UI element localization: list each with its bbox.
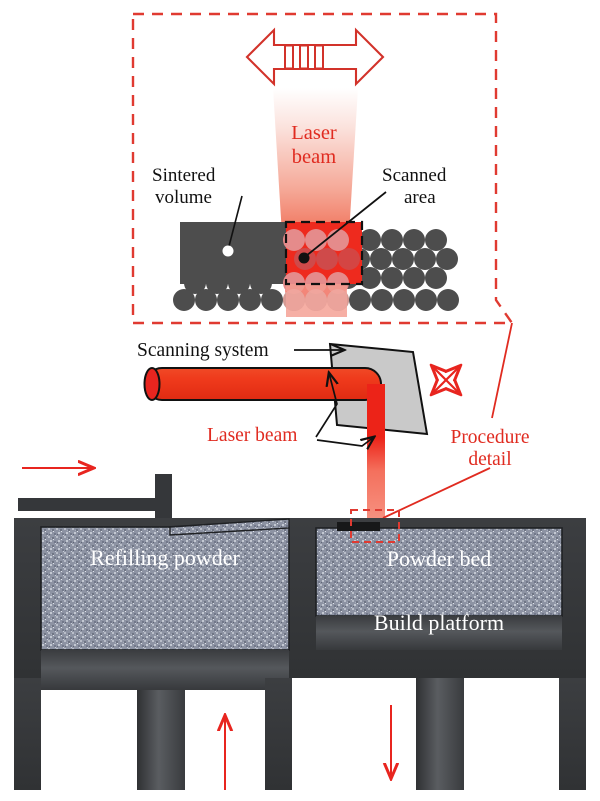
left-inner-leg [265,678,292,790]
scanning-system-group: Scanning system Laser beam [137,340,460,524]
recoater-assembly [18,468,172,525]
detail-laser-beam-label-line2: beam [292,146,336,168]
detail-box-border [131,12,515,325]
scan-direction-double-arrow [245,27,385,87]
right-outer-leg [559,678,586,790]
refilling-powder-chamber: Refilling powder [14,518,292,690]
scanning-system-label: Scanning system [137,340,269,361]
scanned-area-label-line2: area [404,187,436,208]
build-platform-label: Build platform [374,610,504,635]
detail-zoom-marker [350,509,400,543]
left-outer-leg [14,678,41,790]
refilling-powder-label: Refilling powder [90,545,240,570]
procedure-detail-label-line2: detail [468,449,512,470]
vertical-laser-beam [367,384,385,524]
refilling-powder-slope-fill [169,518,290,536]
detail-laser-beam-label-line1: Laser [291,122,337,144]
scanned-area-label-line1: Scanned [382,165,447,186]
machine-body: Refilling powder Powder bed Build platfo… [14,468,586,790]
procedure-detail-callout: Procedure detail [382,322,530,519]
procedure-detail-upper-line [491,322,513,419]
scanned-area-dashed-outline [284,220,364,286]
refilling-powder-fill [40,526,290,651]
recoater-arm [18,498,163,511]
mirror-motion-cross-arrow [432,366,460,394]
procedure-detail-lower-line [382,467,491,519]
scanned-area-leader [298,191,387,264]
right-piston-rod [416,678,464,790]
machine-legs [14,678,586,790]
recoater-blade [155,474,172,525]
powder-bed-chamber: Powder bed Build platform [292,509,586,678]
procedure-detail-label-line1: Procedure [450,427,529,448]
refilling-piston-plate [41,650,289,690]
sintered-volume-leader [222,195,243,257]
sintered-volume-label-line2: volume [155,187,212,208]
sintered-part-on-bed [337,522,380,531]
machine-laser-beam-label: Laser beam [207,425,297,446]
build-platform-plate [316,616,562,650]
laser-source-tube [143,367,382,401]
left-piston-rod [137,690,185,790]
scanned-area-region [283,220,364,317]
sintered-volume-label-line1: Sintered [152,165,216,186]
procedure-detail-inset: Laser beam [131,12,515,325]
powder-bed-label: Powder bed [387,546,491,571]
laser-beam-leaders [315,373,374,446]
